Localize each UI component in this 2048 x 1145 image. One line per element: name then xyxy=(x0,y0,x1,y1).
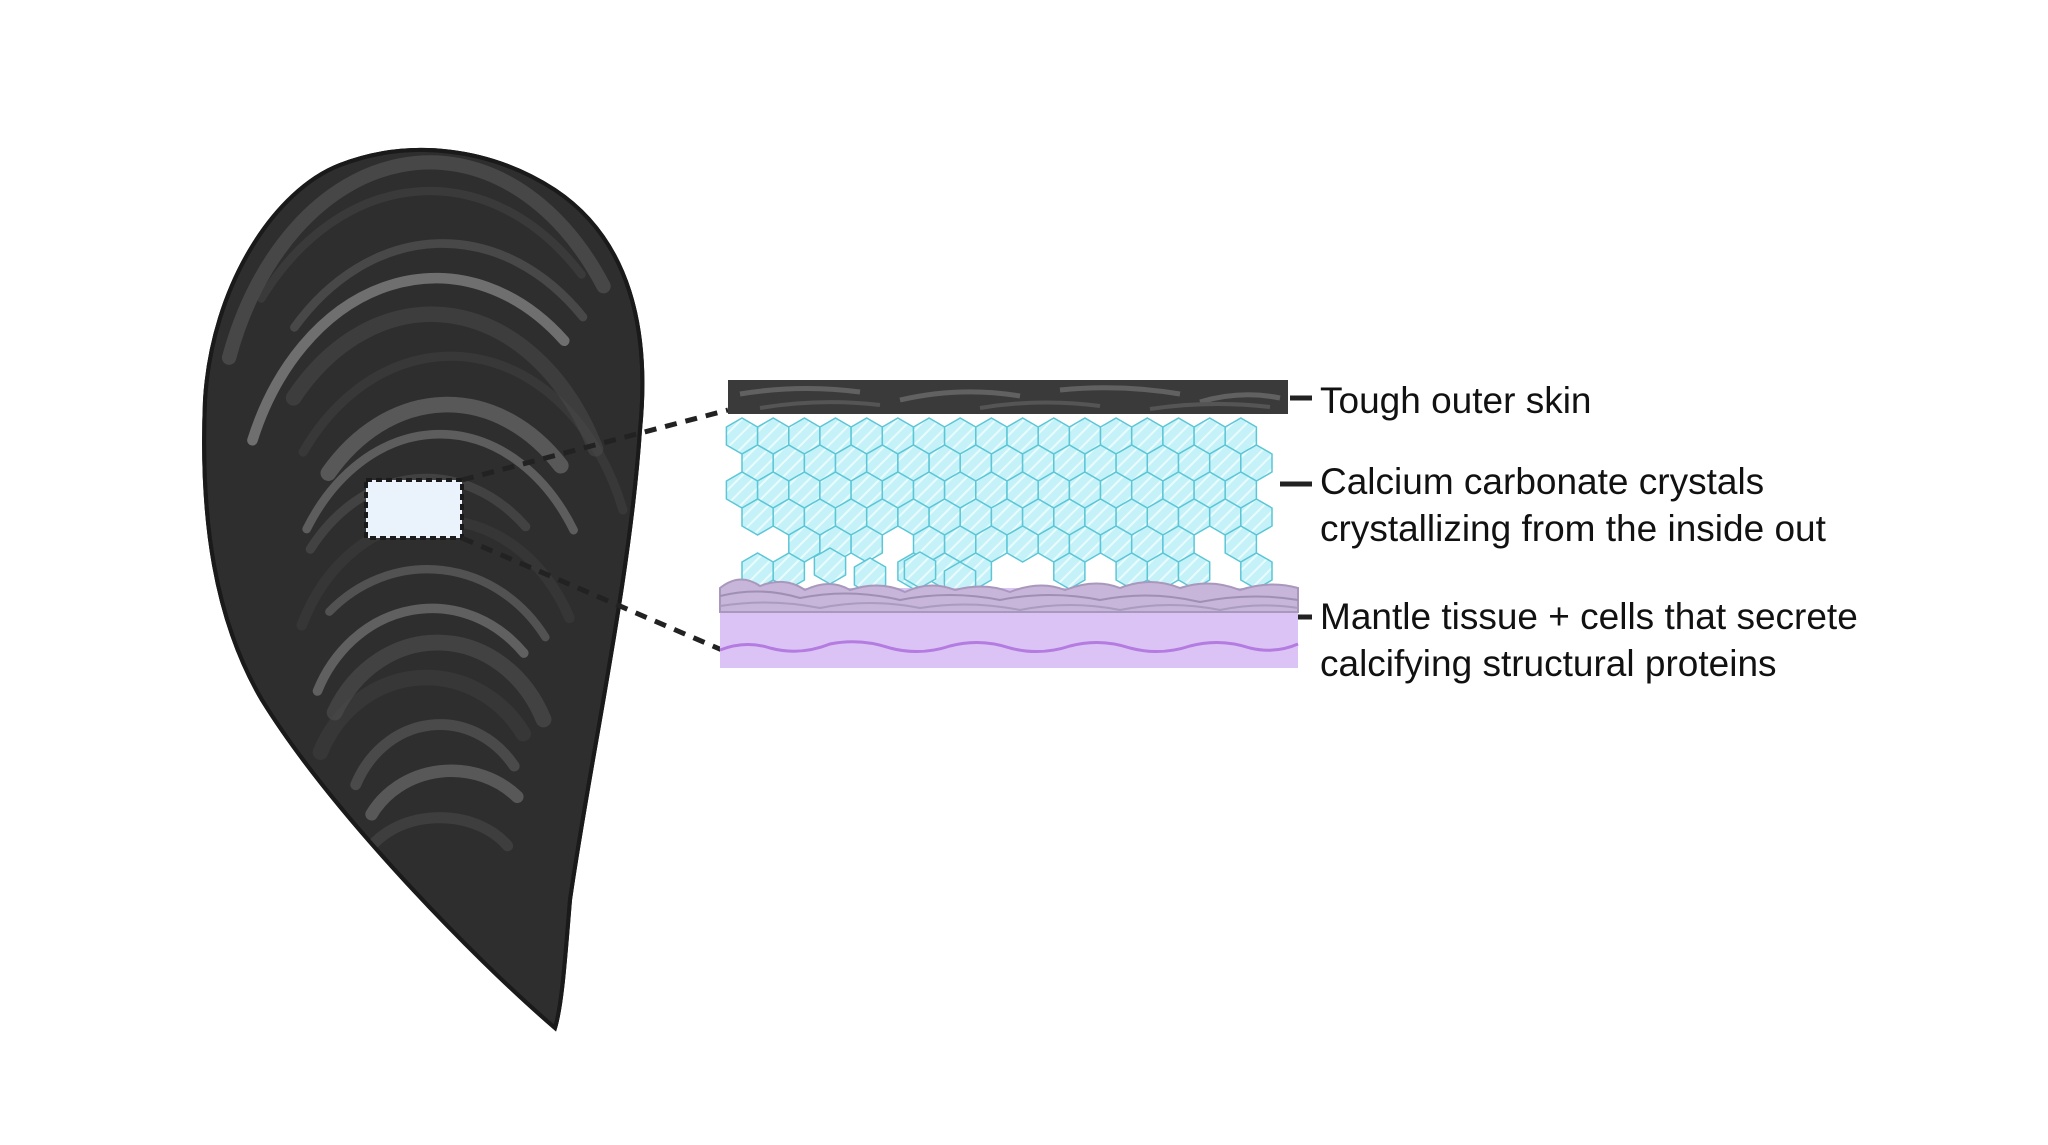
label-line: Mantle tissue + cells that secrete xyxy=(1320,596,1858,637)
shell-streak xyxy=(350,719,520,791)
shell-streak xyxy=(320,396,569,481)
label-line: crystallizing from the inside out xyxy=(1320,508,1826,549)
label-tough-outer-skin: Tough outer skin xyxy=(1320,377,1592,424)
shell-streak xyxy=(365,764,524,821)
shell-streak xyxy=(181,0,689,21)
label-line: calcifying structural proteins xyxy=(1320,643,1777,684)
shell-streak xyxy=(247,272,570,446)
zoom-region-box xyxy=(364,478,464,540)
shell-streak xyxy=(312,669,532,760)
mantle-tissue-layer xyxy=(719,578,1299,668)
mussel-shell xyxy=(181,0,689,1032)
mantle-cell-line xyxy=(719,640,1299,653)
shell-streak xyxy=(223,0,666,40)
shell-streak xyxy=(285,306,604,457)
crystal-hexagon xyxy=(1240,552,1273,590)
shell-streak xyxy=(221,155,611,365)
shell-streak xyxy=(326,634,552,728)
shell-streak xyxy=(312,603,529,696)
crystal-hexagon xyxy=(903,551,937,589)
shell-streak xyxy=(290,239,588,332)
label-mantle-tissue: Mantle tissue + cells that secrete calci… xyxy=(1320,593,1858,687)
crystal-hexagon xyxy=(813,547,847,585)
crystal-hexagon xyxy=(850,525,884,563)
zoom-line-bottom xyxy=(461,535,723,653)
label-line: Calcium carbonate crystals xyxy=(1320,461,1765,502)
shell-streak xyxy=(362,812,514,857)
crystal-hexagon xyxy=(1177,552,1211,590)
shell-streak xyxy=(261,0,637,117)
shell-streak xyxy=(187,0,652,101)
shell-streak xyxy=(302,429,578,535)
crystal-hexagon xyxy=(772,552,806,590)
shell-streak xyxy=(325,565,550,642)
zoom-line-top xyxy=(461,407,729,483)
crystal-hexagon xyxy=(1053,552,1086,590)
shell-streak xyxy=(305,473,531,554)
outer-skin-layer xyxy=(728,380,1288,414)
label-calcium-carbonate-crystals: Calcium carbonate crystals crystallizing… xyxy=(1320,458,1826,552)
shell-streak xyxy=(257,186,586,303)
crystal-layer xyxy=(725,417,1273,599)
label-line: Tough outer skin xyxy=(1320,380,1592,421)
